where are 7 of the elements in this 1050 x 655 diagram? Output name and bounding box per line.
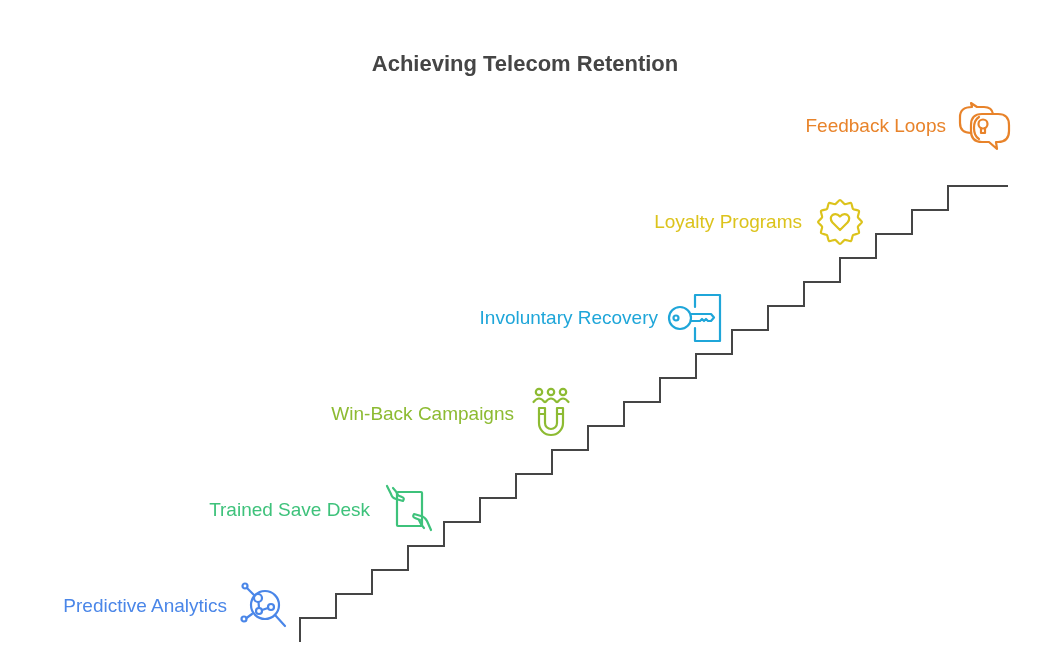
- step-label: Involuntary Recovery: [479, 306, 658, 330]
- step-label: Loyalty Programs: [654, 210, 802, 234]
- step-label: Predictive Analytics: [63, 594, 227, 618]
- step-label: Feedback Loops: [805, 114, 946, 138]
- diagram-title: Achieving Telecom Retention: [371, 50, 679, 78]
- step-label: Win-Back Campaigns: [331, 402, 514, 426]
- step-label: Trained Save Desk: [209, 498, 370, 522]
